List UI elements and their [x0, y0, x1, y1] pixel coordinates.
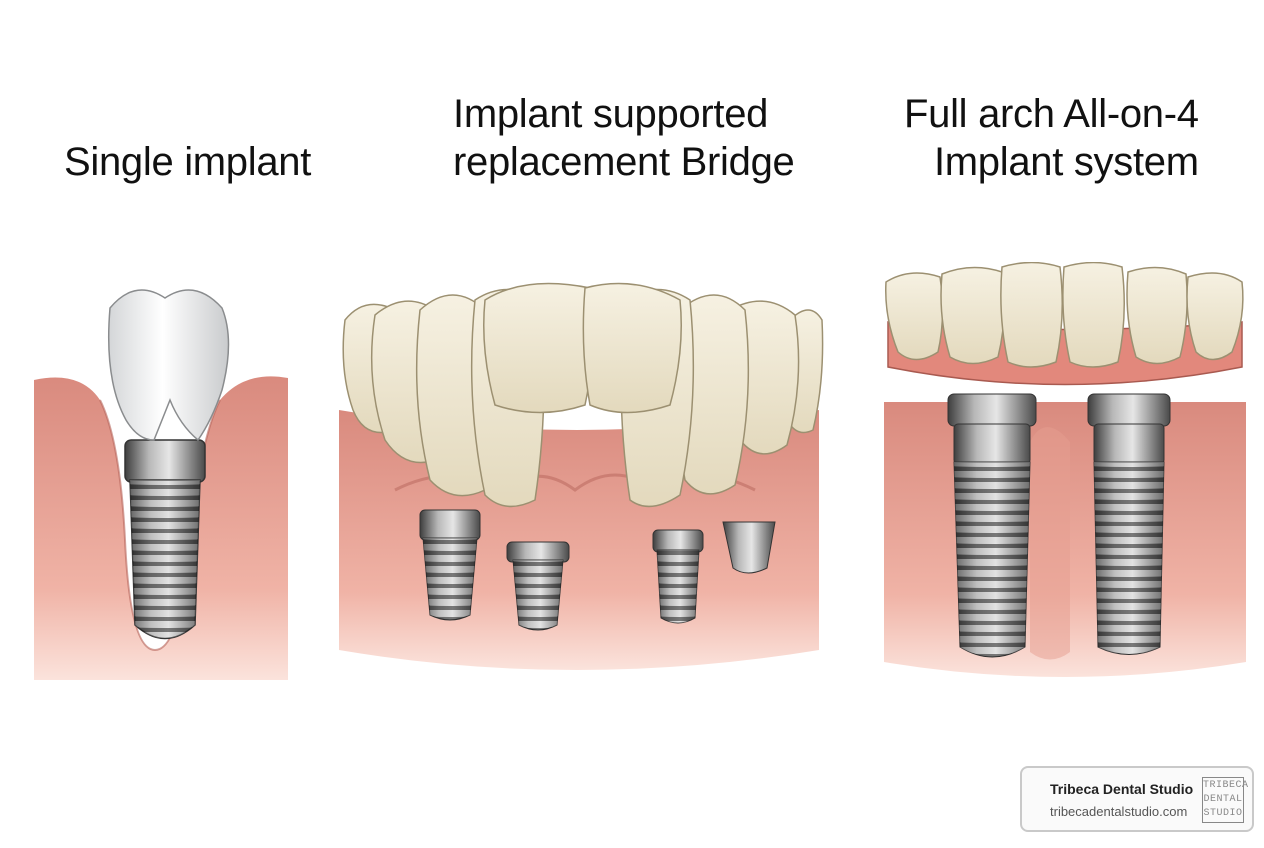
all-on-4-caption: Full arch All-on-4 Implant system	[904, 90, 1199, 186]
caption-line: replacement Bridge	[453, 140, 795, 184]
abutment	[124, 439, 206, 483]
logo-line: STUDIO	[1203, 808, 1243, 819]
crown-tooth	[107, 289, 230, 442]
prosthesis-teeth	[885, 262, 1244, 368]
brand-url: tribecadentalstudio.com	[1050, 804, 1188, 819]
gum-tissue	[34, 376, 288, 680]
single-implant-illustration	[34, 289, 288, 680]
bridge-teeth	[342, 282, 824, 508]
logo-line: DENTAL	[1203, 794, 1243, 805]
bridge-illustration	[339, 282, 824, 670]
all-on-4-implants	[947, 393, 1171, 658]
brand-box: Tribeca Dental Studio tribecadentalstudi…	[1020, 766, 1254, 832]
brand-logo: TRIBECA DENTAL STUDIO	[1202, 777, 1249, 823]
caption-line: Implant system	[933, 140, 1199, 184]
all-on-4-illustration	[884, 262, 1246, 677]
caption-line: Full arch All-on-4	[904, 92, 1199, 136]
logo-line: TRIBECA	[1203, 780, 1249, 791]
bridge-implants	[419, 509, 776, 631]
bridge-caption: Implant supported replacement Bridge	[453, 90, 795, 186]
caption-line: Single implant	[64, 140, 312, 184]
caption-line: Implant supported	[453, 92, 769, 136]
brand-name: Tribeca Dental Studio	[1050, 781, 1194, 797]
single-implant-caption: Single implant	[64, 138, 311, 186]
